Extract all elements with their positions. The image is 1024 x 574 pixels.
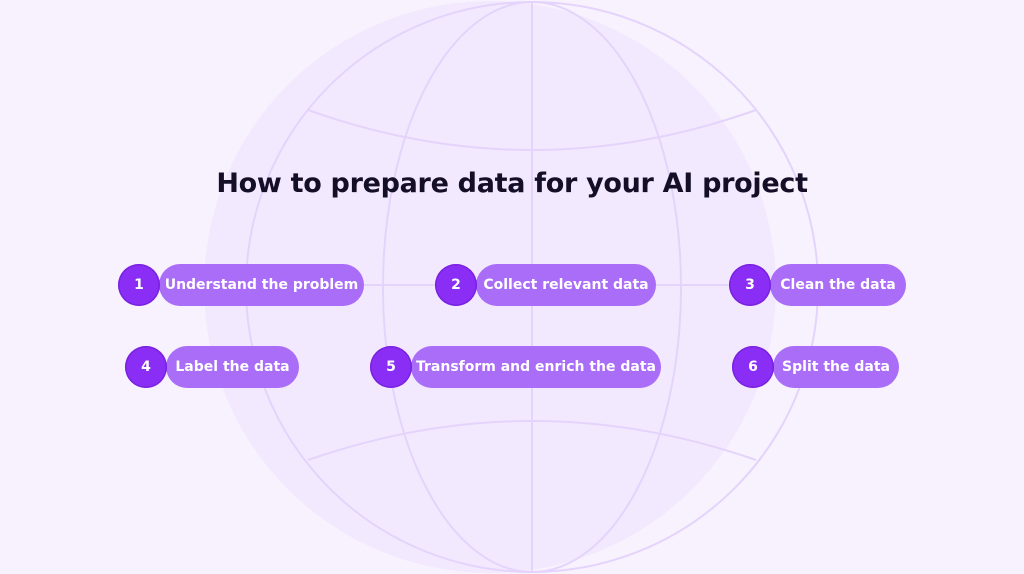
page-title: How to prepare data for your AI project <box>216 168 808 199</box>
step-label-pill: Clean the data <box>770 264 906 306</box>
step-number-badge: 4 <box>125 346 167 388</box>
step-2: 2 Collect relevant data <box>435 264 656 306</box>
step-6: 6 Split the data <box>732 346 899 388</box>
step-4: 4 Label the data <box>125 346 299 388</box>
step-label-pill: Collect relevant data <box>476 264 656 306</box>
step-1: 1 Understand the problem <box>118 264 364 306</box>
step-label-pill: Understand the problem <box>159 264 364 306</box>
step-label-pill: Label the data <box>166 346 299 388</box>
step-number-badge: 1 <box>118 264 160 306</box>
step-label-pill: Transform and enrich the data <box>411 346 661 388</box>
step-5: 5 Transform and enrich the data <box>370 346 661 388</box>
step-number-badge: 5 <box>370 346 412 388</box>
step-number-badge: 6 <box>732 346 774 388</box>
step-number-badge: 2 <box>435 264 477 306</box>
step-label-pill: Split the data <box>773 346 899 388</box>
step-3: 3 Clean the data <box>729 264 906 306</box>
step-number-badge: 3 <box>729 264 771 306</box>
